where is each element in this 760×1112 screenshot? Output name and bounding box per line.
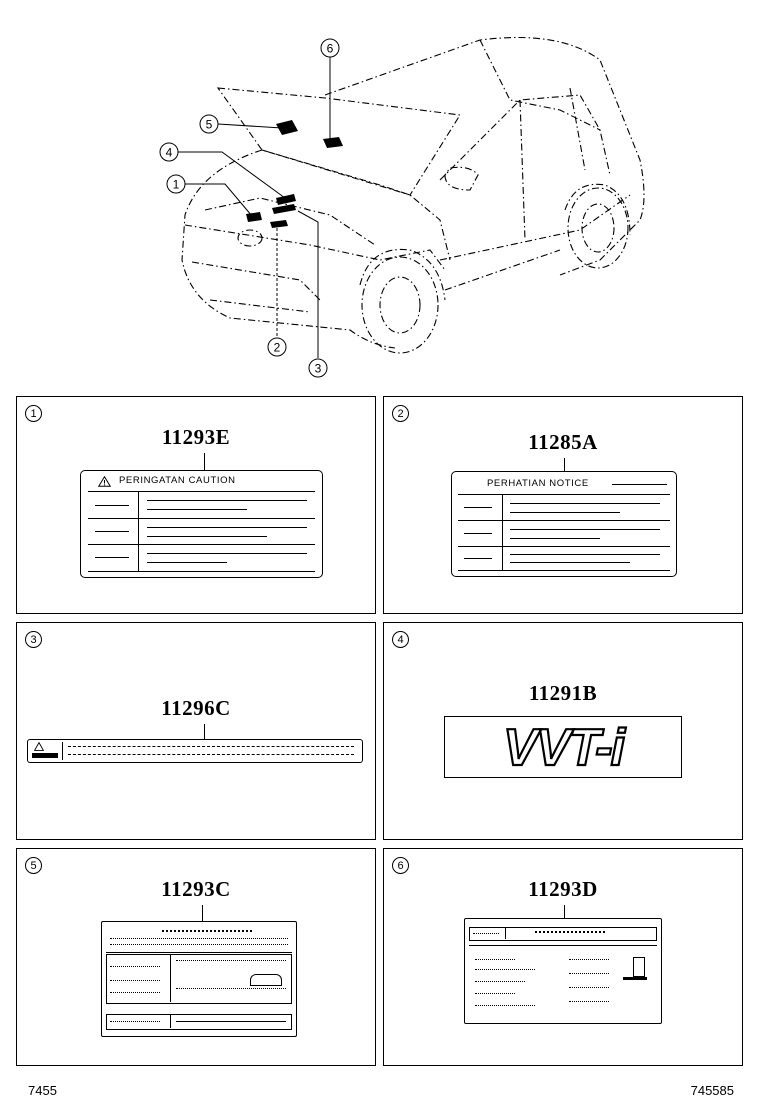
panel-2: 2 11285A PERHATIAN NOTICE bbox=[383, 396, 743, 614]
car-outline-icon bbox=[250, 974, 282, 986]
warning-icon bbox=[98, 476, 111, 487]
emblem-lettering: VVT-i bbox=[502, 718, 630, 777]
vehicle-diagram: 6 5 4 1 2 3 bbox=[159, 36, 645, 378]
svg-text:4: 4 bbox=[166, 146, 173, 160]
part-number: 11291B bbox=[528, 681, 598, 705]
svg-text:VVT-i: VVT-i bbox=[503, 719, 627, 777]
label-heading: PERHATIAN NOTICE bbox=[487, 478, 589, 489]
panel-5: 5 11293C bbox=[16, 848, 376, 1066]
caution-label: PERINGATAN CAUTION bbox=[80, 470, 323, 578]
svg-text:2: 2 bbox=[274, 341, 281, 355]
signal-word-bar bbox=[32, 753, 58, 758]
callout-5: 5 bbox=[199, 114, 219, 134]
part-number: 11293E bbox=[161, 425, 231, 449]
part-number: 11293D bbox=[528, 877, 598, 901]
svg-text:5: 5 bbox=[206, 118, 213, 132]
panel-number: 6 bbox=[392, 857, 409, 874]
vvti-emblem: VVT-i bbox=[444, 716, 682, 778]
leader-line bbox=[202, 905, 203, 921]
panel-number: 3 bbox=[25, 631, 42, 648]
callout-1: 1 bbox=[166, 174, 186, 194]
callout-4: 4 bbox=[159, 142, 179, 162]
svg-text:6: 6 bbox=[327, 42, 334, 56]
label-locations bbox=[246, 120, 343, 228]
notice-label: PERHATIAN NOTICE bbox=[451, 471, 677, 577]
callout-3: 3 bbox=[308, 358, 328, 378]
footer-left-code: 7455 bbox=[28, 1083, 57, 1098]
callouts: 6 5 4 1 2 3 bbox=[159, 38, 340, 378]
part-number: 11285A bbox=[528, 430, 598, 454]
panel-number: 1 bbox=[25, 405, 42, 422]
footer-right-code: 745585 bbox=[690, 1083, 734, 1098]
callout-2: 2 bbox=[267, 337, 287, 357]
leader-lines bbox=[178, 57, 331, 358]
panel-number: 2 bbox=[392, 405, 409, 422]
label-heading: PERINGATAN CAUTION bbox=[119, 475, 236, 486]
svg-text:1: 1 bbox=[173, 178, 180, 192]
vehicle-outline bbox=[181, 36, 645, 354]
engine-bay-icon bbox=[633, 957, 645, 977]
panel-3: 3 11296C bbox=[16, 622, 376, 840]
emission-label bbox=[101, 921, 297, 1037]
panel-number: 5 bbox=[25, 857, 42, 874]
part-number: 11293C bbox=[161, 877, 231, 901]
leader-line bbox=[204, 724, 205, 740]
callout-6: 6 bbox=[320, 38, 340, 58]
panel-1: 1 11293E PERINGATAN CAUTION bbox=[16, 396, 376, 614]
warning-icon bbox=[34, 742, 44, 751]
svg-text:3: 3 bbox=[315, 362, 322, 376]
warning-strip-label bbox=[27, 739, 363, 763]
leader-line bbox=[564, 458, 565, 471]
leader-line bbox=[204, 453, 205, 471]
panel-6: 6 11293D bbox=[383, 848, 743, 1066]
leader-line bbox=[564, 905, 565, 918]
panel-4: 4 11291B VVT-i bbox=[383, 622, 743, 840]
panel-number: 4 bbox=[392, 631, 409, 648]
info-label bbox=[464, 918, 662, 1024]
part-number: 11296C bbox=[161, 696, 231, 720]
